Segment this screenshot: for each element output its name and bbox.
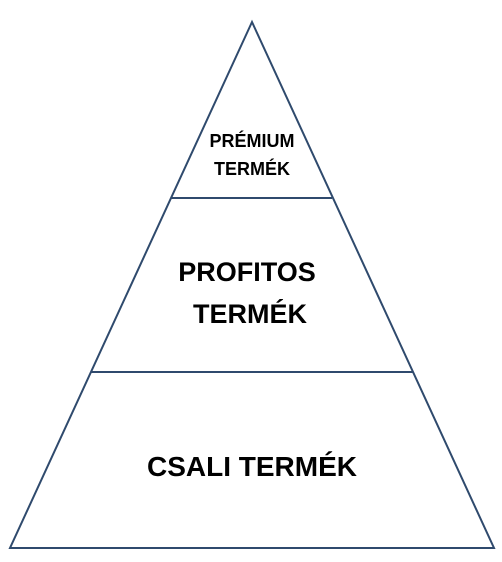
- tier-premium-label-line-2: TERMÉK: [214, 158, 290, 179]
- tier-premium: PRÉMIUM TERMÉK: [210, 130, 295, 179]
- tier-decoy: CSALI TERMÉK: [147, 451, 357, 482]
- tier-premium-label-line-1: PRÉMIUM: [210, 130, 295, 151]
- tier-profitable-label-line-2: TERMÉK: [193, 298, 308, 329]
- tier-decoy-label: CSALI TERMÉK: [147, 451, 357, 482]
- pyramid-outline: [8, 19, 496, 549]
- tier-profitable: PROFITOS TERMÉK: [178, 257, 316, 329]
- tier-profitable-label-line-1: PROFITOS: [178, 257, 316, 287]
